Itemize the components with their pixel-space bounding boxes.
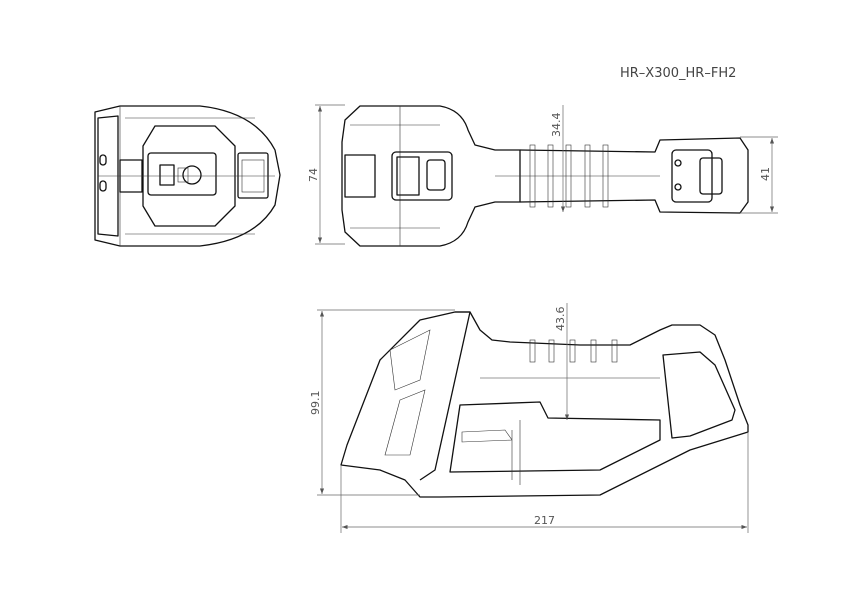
svg-text:34.4: 34.4 — [550, 113, 563, 138]
svg-text:41: 41 — [759, 167, 772, 181]
dimension-41: 41 — [740, 136, 778, 214]
svg-text:43.6: 43.6 — [554, 307, 567, 332]
svg-text:74: 74 — [307, 168, 320, 182]
dimension-43-6: 43.6 — [554, 303, 570, 420]
svg-text:99.1: 99.1 — [309, 391, 322, 416]
dimension-99-1: 99.1 — [309, 309, 455, 496]
svg-text:217: 217 — [534, 514, 555, 527]
top-view — [341, 105, 749, 247]
drawing-title: HR–X300_HR–FH2 — [620, 66, 736, 81]
front-view — [94, 105, 281, 247]
dimension-74: 74 — [307, 104, 345, 245]
dimension-34-4: 34.4 — [550, 105, 566, 212]
dimension-217: 217 — [340, 432, 749, 533]
side-view — [340, 311, 749, 498]
